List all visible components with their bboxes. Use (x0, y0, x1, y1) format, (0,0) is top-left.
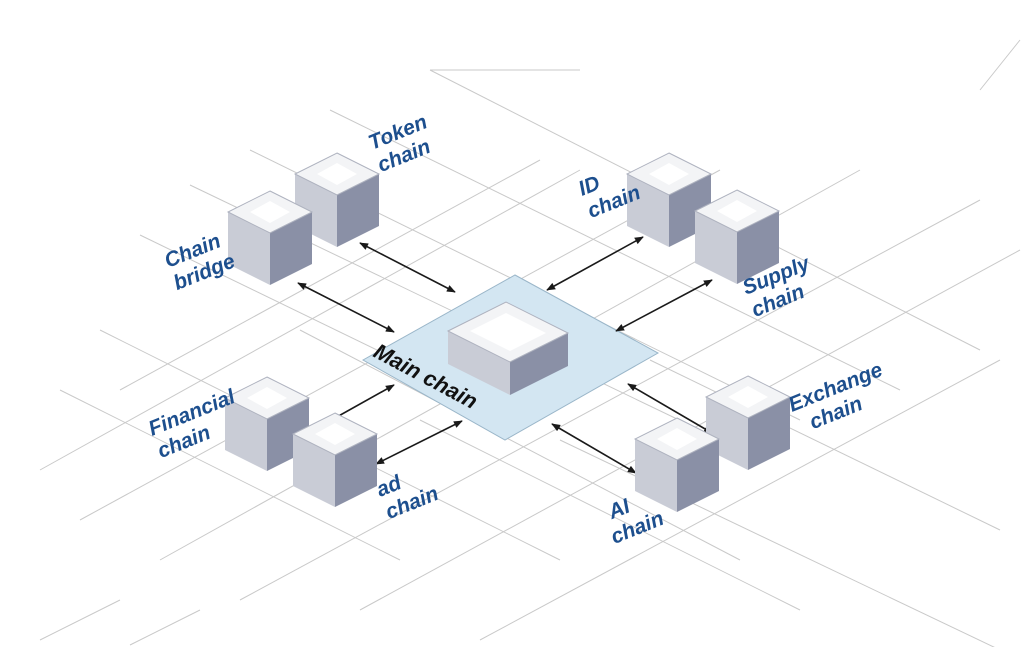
arrow-token-main (359, 242, 456, 293)
arrow-supply-main (615, 279, 713, 332)
arrow-exchange-main (627, 383, 713, 434)
chain-bridge-label: Chain bridge (161, 227, 238, 295)
arrow-ai-main (551, 423, 637, 474)
main-chain-block (446, 301, 570, 395)
arrow-bridge-main (297, 282, 395, 333)
ad-chain-label: ad chain (373, 460, 441, 524)
token-chain-label: Token chain (365, 108, 445, 177)
connection-arrows (297, 236, 713, 474)
arrow-id-main (546, 236, 644, 291)
arrow-ad-main (375, 420, 463, 465)
